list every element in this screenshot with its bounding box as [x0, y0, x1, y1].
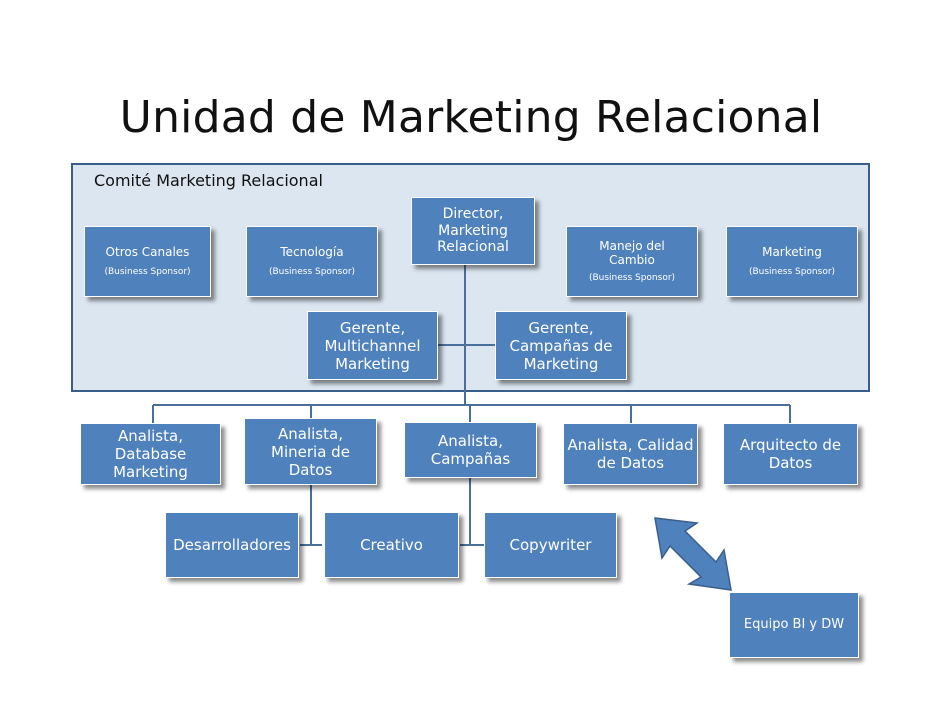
director-box[interactable]: Director, Marketing Relacional [411, 197, 535, 265]
marketing-box[interactable]: Marketing (Business Sponsor) [726, 226, 858, 297]
copywriter-label: Copywriter [509, 536, 592, 554]
desarrolladores-label: Desarrolladores [173, 536, 291, 554]
arquitecto-box[interactable]: Arquitecto de Datos [723, 423, 858, 485]
tecnologia-label: Tecnología [280, 244, 344, 259]
otros-canales-box[interactable]: Otros Canales (Business Sponsor) [84, 226, 211, 297]
arquitecto-label: Arquitecto de Datos [739, 436, 842, 472]
gerente-campanas-box[interactable]: Gerente, Campañas de Marketing [495, 311, 627, 380]
marketing-role: (Business Sponsor) [748, 267, 836, 278]
otros-canales-role: (Business Sponsor) [104, 267, 191, 278]
creativo-label: Creativo [360, 536, 423, 554]
gerente-multichannel-label: Gerente, Multichannel Marketing [324, 318, 421, 373]
analista-campanas-label: Analista, Campañas [430, 432, 511, 468]
desarrolladores-box[interactable]: Desarrolladores [165, 512, 299, 578]
equipo-bi-label: Equipo BI y DW [743, 617, 845, 633]
manejo-cambio-box[interactable]: Manejo del Cambio (Business Sponsor) [566, 226, 698, 297]
tecnologia-box[interactable]: Tecnología (Business Sponsor) [246, 226, 378, 297]
committee-label: Comité Marketing Relacional [94, 171, 323, 190]
equipo-bi-box[interactable]: Equipo BI y DW [729, 592, 859, 658]
page-title: Unidad de Marketing Relacional [119, 92, 823, 143]
double-arrow-icon [654, 517, 732, 591]
analista-calidad-label: Analista, Calidad de Datos [567, 436, 694, 472]
manejo-cambio-label: Manejo del Cambio [599, 238, 665, 268]
analista-calidad-box[interactable]: Analista, Calidad de Datos [563, 423, 698, 485]
otros-canales-label: Otros Canales [105, 244, 190, 259]
analista-database-box[interactable]: Analista, Database Marketing [80, 423, 221, 485]
marketing-label: Marketing [762, 244, 822, 259]
director-label: Director, Marketing Relacional [437, 205, 509, 256]
gerente-multichannel-box[interactable]: Gerente, Multichannel Marketing [307, 311, 438, 380]
analista-mineria-label: Analista, Mineria de Datos [271, 424, 350, 479]
analista-mineria-box[interactable]: Analista, Mineria de Datos [244, 418, 377, 485]
tecnologia-role: (Business Sponsor) [268, 267, 356, 278]
creativo-box[interactable]: Creativo [324, 512, 459, 578]
manejo-cambio-role: (Business Sponsor) [588, 273, 676, 284]
copywriter-box[interactable]: Copywriter [484, 512, 617, 578]
analista-campanas-box[interactable]: Analista, Campañas [404, 422, 537, 478]
gerente-campanas-label: Gerente, Campañas de Marketing [509, 318, 613, 373]
analista-database-label: Analista, Database Marketing [113, 427, 188, 481]
